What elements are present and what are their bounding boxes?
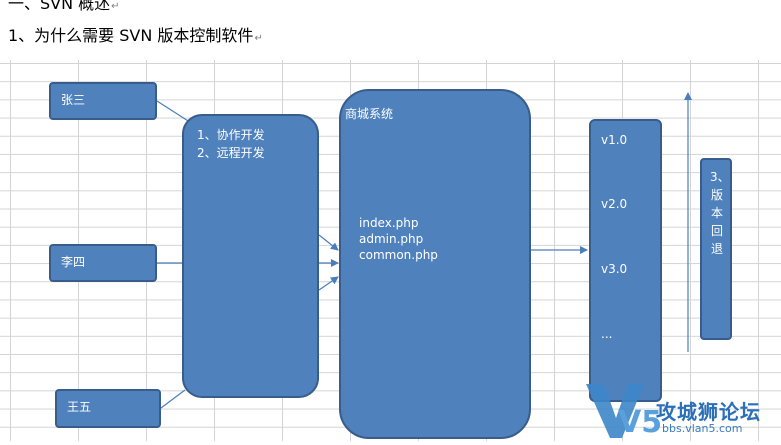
version-label: v2.0 (601, 197, 628, 211)
person-lisi[interactable]: 李四 (49, 244, 157, 282)
link-wangwu (160, 389, 186, 409)
version-label: v3.0 (601, 262, 628, 276)
subsection-heading: 1、为什么需要 SVN 版本控制软件↵ (8, 26, 263, 49)
person-zhangsan[interactable]: 张三 (49, 82, 157, 120)
version-label: v1.0 (601, 133, 628, 147)
person-label: 李四 (61, 255, 86, 269)
rollback-char: 3、 (710, 170, 730, 184)
paragraph-mark: ↵ (111, 1, 120, 12)
diagram-canvas[interactable]: 张三 李四 王五 1、协作开发 2、远程开发 商城系统 index.php ad… (0, 60, 781, 441)
mall-system-box[interactable]: 商城系统 index.php admin.php common.php (339, 89, 531, 439)
logo-text: V5 (618, 405, 662, 440)
version-label: ... (601, 327, 613, 341)
version-box[interactable]: v1.0 v2.0 v3.0 ... (589, 119, 662, 402)
rollback-label: 3、 版 本 回 退 (710, 168, 730, 258)
person-label: 王五 (67, 400, 92, 414)
subsection-heading-text: 1、为什么需要 SVN 版本控制软件 (8, 26, 254, 45)
section-heading: 一、SVN 概述↵ (8, 0, 120, 17)
rollback-char: 版 (710, 188, 723, 202)
dev-mode-item: 2、远程开发 (197, 146, 265, 160)
rollback-char: 退 (710, 242, 723, 256)
watermark: V5 攻城狮论坛 bbs.vlan5.com (582, 378, 781, 441)
system-file: index.php (359, 216, 419, 230)
arrow-to-system-1 (318, 234, 339, 251)
watermark-url: bbs.vlan5.com (662, 422, 743, 435)
paragraph-mark: ↵ (254, 33, 263, 44)
system-file: common.php (359, 248, 438, 262)
connector-lines (156, 92, 692, 409)
system-title: 商城系统 (345, 107, 394, 121)
dev-mode-box[interactable]: 1、协作开发 2、远程开发 (182, 114, 319, 398)
person-wangwu[interactable]: 王五 (55, 389, 161, 428)
dev-mode-item: 1、协作开发 (197, 128, 265, 142)
rollback-char: 本 (710, 206, 723, 220)
person-label: 张三 (61, 93, 86, 107)
v5-logo-icon: V5 (586, 384, 662, 440)
rollback-char: 回 (710, 224, 723, 238)
section-heading-text: 一、SVN 概述 (8, 0, 111, 13)
watermark-title: 攻城狮论坛 (656, 400, 761, 424)
rollback-box[interactable]: 3、 版 本 回 退 (700, 158, 732, 340)
arrow-to-system-3 (318, 276, 339, 291)
system-file: admin.php (359, 232, 424, 246)
